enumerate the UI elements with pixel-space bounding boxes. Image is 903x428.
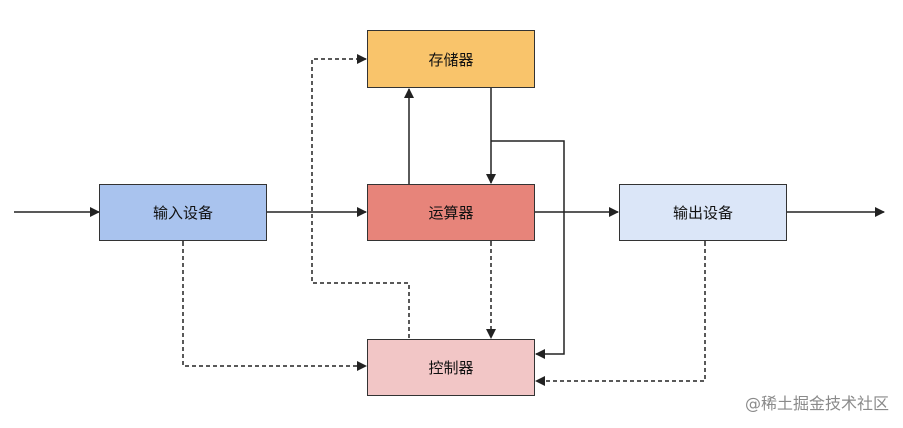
edge-control-output-dashed — [535, 233, 710, 386]
controller-node: 控制器 — [367, 339, 535, 396]
edge-control-input-dashed — [178, 233, 367, 371]
input-device-label: 输入设备 — [152, 204, 213, 222]
output-device-node: 输出设备 — [619, 184, 787, 241]
output-device-label: 输出设备 — [672, 204, 733, 222]
edge-memory-to-control — [491, 140, 565, 359]
alu-label: 运算器 — [428, 204, 474, 222]
memory-label: 存储器 — [428, 50, 474, 69]
alu-node: 运算器 — [367, 184, 535, 241]
edge-control-to-memory-dashed — [311, 54, 410, 338]
watermark: @稀土掘金技术社区 — [744, 394, 889, 413]
controller-label: 控制器 — [428, 359, 474, 377]
memory-node: 存储器 — [367, 30, 535, 88]
input-device-node: 输入设备 — [99, 184, 267, 241]
